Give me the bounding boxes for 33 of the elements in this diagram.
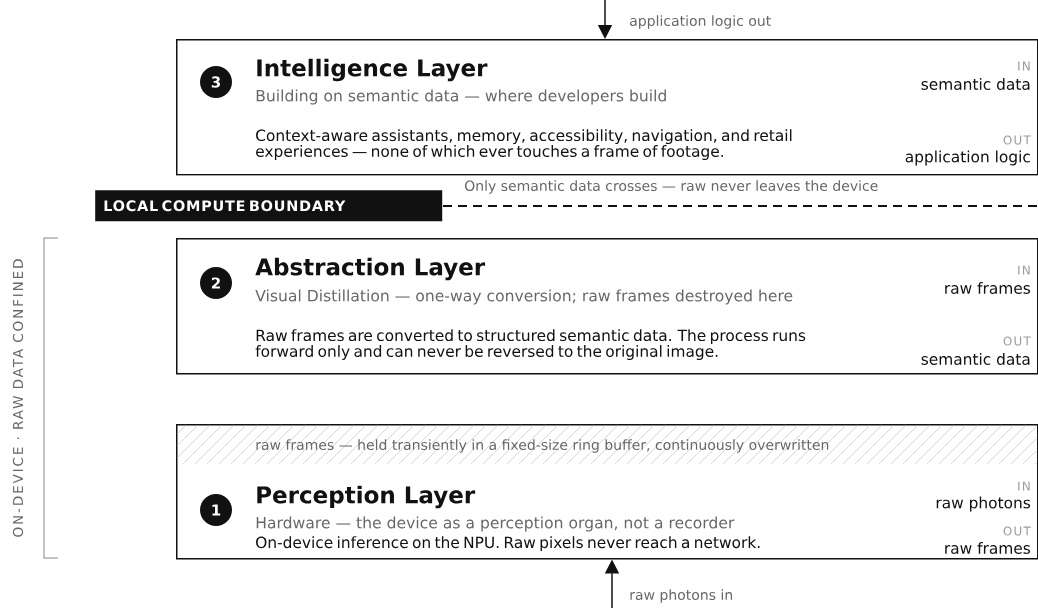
layer-description: Raw frames are converted to structured semantic data. The process runs forward only and can never be reversed to the original image. [255, 329, 806, 360]
layer-subtitle: Building on semantic data — where developers build [256, 89, 666, 105]
ring-buffer-band: raw frames — held transiently in a fixed-size ring buffer, continuously overwritten [177, 425, 1036, 464]
io-caption: OUT [1003, 526, 1031, 536]
io-value: raw frames [945, 542, 1031, 554]
io-caption: IN [1018, 61, 1030, 71]
layer-title: Abstraction Layer [255, 257, 486, 281]
layer-subtitle: Visual Distillation — one-way conversion; raw frames destroyed here [255, 289, 793, 305]
number-badge: 3 [200, 66, 232, 98]
side-label: ON-DEVICE · RAW DATA CONFINED [12, 259, 24, 537]
layer-description: Context-aware assistants, memory, accessibility, navigation, and retail experiences — none of which ever touches a frame of footage. [256, 129, 792, 160]
layer-box [176, 238, 1038, 375]
io-value: semantic data [921, 78, 1030, 90]
io-caption: OUT [1003, 135, 1031, 145]
number-badge: 1 [200, 494, 232, 526]
io-value: raw frames [945, 282, 1031, 294]
number-badge: 2 [200, 267, 232, 299]
boundary-note: Only semantic data crosses — raw never leaves the device [465, 180, 878, 194]
edge-label: raw photons in [630, 589, 732, 603]
edge-label: application logic out [630, 15, 771, 29]
layer-title: Intelligence Layer [257, 58, 488, 82]
boundary-banner: LOCAL COMPUTE BOUNDARY [95, 190, 443, 222]
io-value: application logic [905, 150, 1030, 166]
layer-title: Perception Layer [257, 485, 476, 509]
io-value: semantic data [921, 353, 1030, 365]
io-value: raw photons [936, 496, 1031, 512]
layer-subtitle: Hardware — the device as a perception organ, not a recorder [256, 516, 735, 532]
layer-box [176, 39, 1038, 176]
layer-box [176, 424, 1038, 560]
layer-description: On-device inference on the NPU. Raw pixels never reach a network. [256, 536, 760, 552]
io-caption: IN [1018, 265, 1030, 275]
io-caption: IN [1018, 481, 1030, 491]
io-caption: OUT [1003, 336, 1031, 346]
